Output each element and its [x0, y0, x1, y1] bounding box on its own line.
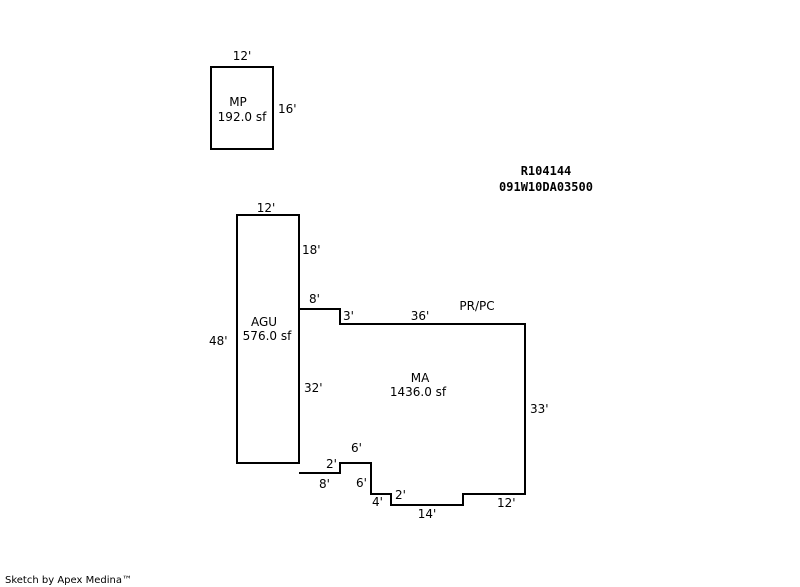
ma-left-dimension: 32': [304, 381, 323, 395]
ma-outline: [299, 308, 526, 506]
sketch-credit: Sketch by Apex Medina™: [5, 575, 132, 586]
agu-top-dimension: 12': [257, 201, 276, 215]
mp-side-dimension: 16': [278, 102, 297, 116]
agu-area-size: 576.0 sf: [243, 329, 292, 343]
ma-step-up-dimension: 2': [326, 457, 337, 471]
ma-step-small-vertical-dimension: 2': [395, 488, 406, 502]
ma-step-down-dimension: 3': [343, 309, 354, 323]
ma-step-across-dimension: 6': [351, 441, 362, 455]
mp-area-size: 192.0 sf: [218, 110, 267, 124]
agu-area-name: AGU: [251, 315, 277, 329]
pr-pc-label: PR/PC: [459, 299, 494, 313]
agu-outline: [236, 214, 300, 464]
agu-left-dimension: 48': [209, 334, 228, 348]
ma-step-top-dimension: 8': [309, 292, 320, 306]
ma-area-name: MA: [411, 371, 430, 385]
mp-top-dimension: 12': [233, 49, 252, 63]
agu-right-upper-dimension: 18': [302, 243, 321, 257]
ma-bottom-dimension: 14': [418, 507, 437, 521]
ma-step-drop-dimension: 6': [356, 476, 367, 490]
parcel-account-number: R104144: [521, 164, 572, 178]
ma-step-small-horizontal-dimension: 4': [372, 495, 383, 509]
parcel-map-tax-lot: 091W10DA03500: [499, 180, 593, 194]
ma-right-dimension: 33': [530, 402, 549, 416]
ma-bottom-left-dimension: 8': [319, 477, 330, 491]
ma-area-size: 1436.0 sf: [390, 385, 447, 399]
mp-area-name: MP: [229, 95, 247, 109]
ma-top-dimension: 36': [411, 309, 430, 323]
ma-bottom-right-dimension: 12': [497, 496, 516, 510]
mp-outline: [210, 66, 274, 150]
